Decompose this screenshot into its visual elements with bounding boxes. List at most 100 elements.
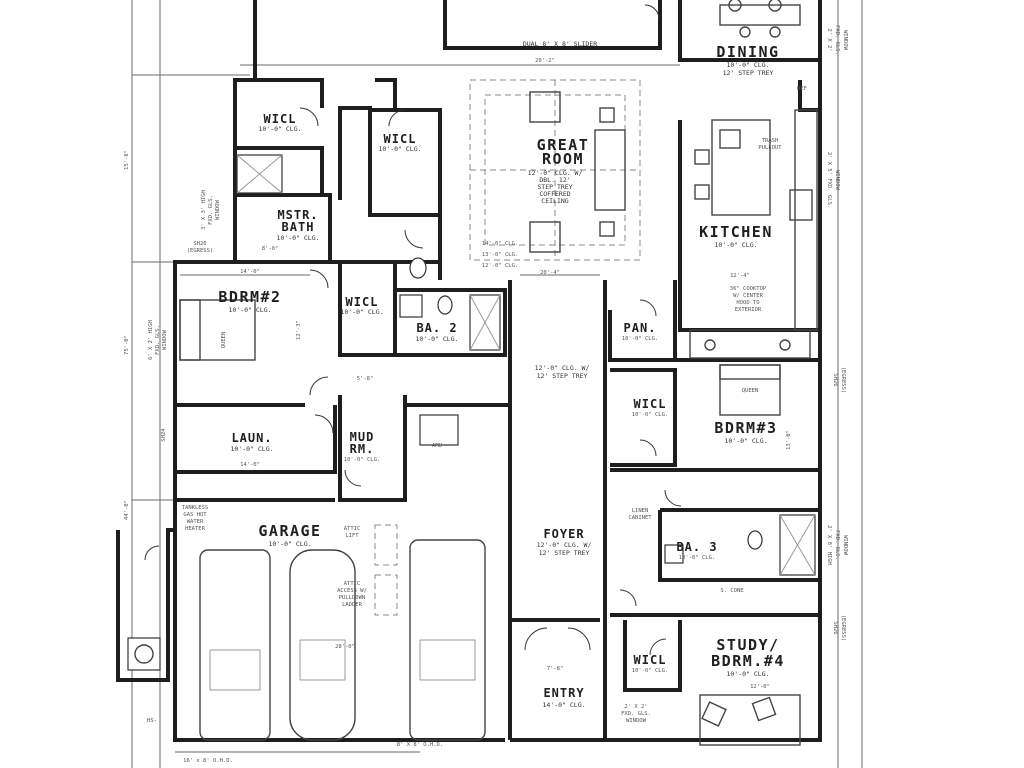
svg-text:10'-0" CLG.: 10'-0" CLG. (268, 540, 311, 548)
svg-text:8' X 8' O.H.D.: 8' X 8' O.H.D. (397, 742, 443, 748)
svg-text:ATTIC: ATTIC (344, 526, 361, 532)
study-desk (699, 694, 801, 746)
svg-text:2' X 8' HIGH: 2' X 8' HIGH (826, 525, 832, 565)
svg-text:2' X 5' FXD. GLS.: 2' X 5' FXD. GLS. (826, 152, 832, 208)
svg-text:2' X 2': 2' X 2' (826, 28, 832, 51)
svg-text:10'-0" CLG.: 10'-0" CLG. (340, 308, 383, 316)
svg-text:FXD. GLS.: FXD. GLS. (834, 530, 840, 560)
svg-text:10'-0" CLG.: 10'-0" CLG. (378, 145, 421, 153)
svg-text:5'-8": 5'-8" (357, 376, 374, 382)
beds (179, 299, 781, 416)
garage-cars (199, 524, 486, 741)
svg-text:14'-0": 14'-0" (240, 462, 260, 468)
svg-text:(EGRESS): (EGRESS) (840, 615, 846, 642)
svg-text:SH26: SH26 (832, 621, 838, 634)
svg-text:12'-0": 12'-0" (750, 684, 770, 690)
svg-text:3' X 3' HIGH: 3' X 3' HIGH (201, 190, 207, 230)
svg-text:W/ CENTER: W/ CENTER (733, 293, 763, 299)
svg-text:STEP TREY: STEP TREY (537, 183, 572, 191)
svg-text:TRASH: TRASH (762, 138, 779, 144)
svg-text:15'-8": 15'-8" (124, 150, 130, 170)
ba2-label: BA. 2 (416, 321, 457, 335)
svg-text:ACCESS W/: ACCESS W/ (337, 588, 367, 594)
wicl-4-label: WICL (634, 397, 667, 411)
svg-text:HOOD TO: HOOD TO (736, 300, 759, 306)
svg-text:10'-0" CLG.: 10'-0" CLG. (632, 412, 668, 418)
dining-label: DINING (716, 43, 779, 61)
svg-text:PULLDOWN: PULLDOWN (339, 595, 366, 601)
svg-text:PULLOUT: PULLOUT (758, 145, 782, 151)
svg-text:LADDER: LADDER (342, 602, 363, 608)
svg-text:20'-4": 20'-4" (540, 270, 560, 276)
svg-text:28'-0": 28'-0" (335, 644, 355, 650)
svg-text:10'-0" CLG.: 10'-0" CLG. (415, 335, 458, 343)
amu-note: AMU (432, 443, 442, 449)
entry-label: ENTRY (543, 686, 584, 700)
great-room-label: GREAT (537, 136, 590, 154)
annotations: DUAL 8' X 8' SLIDER AMU TANKLESS GAS HOT… (147, 25, 848, 764)
svg-text:(EGRESS): (EGRESS) (187, 248, 214, 254)
svg-text:SH26: SH26 (832, 373, 838, 386)
svg-text:10'-0" CLG.: 10'-0" CLG. (276, 234, 319, 242)
pan-label: PAN. (624, 321, 657, 335)
svg-text:DBL. 12': DBL. 12' (539, 176, 570, 184)
hall-ceiling-note: 12'-0" CLG. W/ (535, 364, 590, 372)
svg-text:QUEEN: QUEEN (742, 388, 759, 394)
kitchen-label: KITCHEN (699, 223, 773, 241)
garage-label: GARAGE (258, 522, 321, 540)
svg-text:14'-0" CLG.: 14'-0" CLG. (542, 701, 585, 709)
svg-text:6' X 2' HIGH: 6' X 2' HIGH (148, 320, 154, 360)
svg-text:10'-0" CLG.: 10'-0" CLG. (622, 336, 658, 342)
svg-text:10'-0" CLG.: 10'-0" CLG. (228, 306, 271, 314)
svg-text:ROOM: ROOM (542, 150, 584, 168)
great-room-furniture (469, 79, 641, 261)
dining-table (719, 0, 801, 38)
svg-text:10'-0" CLG.: 10'-0" CLG. (726, 61, 769, 69)
laun-label: LAUN. (231, 431, 272, 445)
svg-text:TANKLESS: TANKLESS (182, 505, 209, 511)
mud-rm-label: MUD (350, 430, 375, 444)
svg-text:COFFERED: COFFERED (539, 190, 570, 198)
svg-text:13'-0": 13'-0" (786, 430, 792, 450)
svg-text:REF: REF (797, 86, 807, 92)
svg-text:GAS HOT: GAS HOT (183, 512, 207, 518)
svg-text:12'-0" CLG.: 12'-0" CLG. (482, 263, 518, 269)
kitchen-island (689, 109, 818, 359)
svg-text:12' STEP TREY: 12' STEP TREY (537, 372, 588, 380)
ba3-label: BA. 3 (676, 540, 717, 554)
svg-text:36" COOKTOP: 36" COOKTOP (730, 286, 767, 292)
svg-text:10'-0" CLG.: 10'-0" CLG. (714, 241, 757, 249)
slider-note: DUAL 8' X 8' SLIDER (523, 40, 597, 48)
svg-text:WINDOW: WINDOW (842, 535, 848, 556)
dimension-labels: 20'-2" 20'-4" 14'-0" 14'-0" 5'-8" 28'-0"… (124, 58, 792, 690)
svg-text:BATH: BATH (282, 220, 315, 234)
svg-text:14'-0": 14'-0" (240, 269, 260, 275)
svg-text:44'-0": 44'-0" (124, 500, 130, 520)
svg-text:8'-0": 8'-0" (262, 246, 279, 252)
svg-text:ATTIC: ATTIC (344, 581, 361, 587)
svg-text:FXD. GLS.: FXD. GLS. (208, 195, 214, 225)
svg-text:12'-4": 12'-4" (730, 273, 750, 279)
svg-text:S. CONE: S. CONE (720, 588, 743, 594)
study-label: STUDY/ (716, 636, 779, 654)
svg-text:12'-0" CLG. W/: 12'-0" CLG. W/ (537, 541, 592, 549)
svg-text:HS-: HS- (147, 718, 157, 724)
wicl-2-label: WICL (384, 132, 417, 146)
svg-text:10'-0" CLG.: 10'-0" CLG. (724, 437, 767, 445)
bath-fixtures (127, 154, 816, 671)
svg-text:LIFT: LIFT (345, 533, 359, 539)
svg-text:WINDOW: WINDOW (834, 170, 840, 191)
svg-text:HEATER: HEATER (185, 526, 206, 532)
svg-text:BDRM.#4: BDRM.#4 (711, 652, 785, 670)
garage-door-note: 16' x 8' O.H.D. (183, 758, 233, 764)
svg-text:WINDOW: WINDOW (626, 718, 647, 724)
svg-text:13'-0" CLG.: 13'-0" CLG. (482, 252, 518, 258)
svg-text:QUEEN: QUEEN (221, 332, 227, 349)
exterior-walls (116, 0, 822, 742)
svg-text:10'-0" CLG.: 10'-0" CLG. (726, 670, 769, 678)
svg-text:FXD. GLS.: FXD. GLS. (155, 325, 161, 355)
bdrm2-label: BDRM#2 (218, 288, 281, 306)
svg-text:CABINET: CABINET (628, 515, 652, 521)
svg-text:WINDOW: WINDOW (215, 199, 221, 220)
